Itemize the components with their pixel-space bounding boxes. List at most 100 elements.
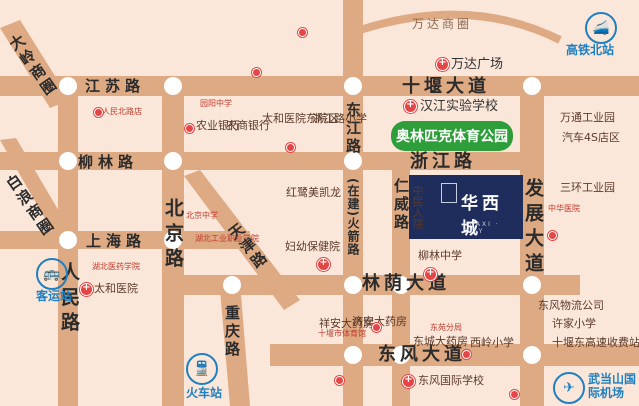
train-north-icon: 🚄 xyxy=(585,12,617,44)
station-bus[interactable]: 客运站 xyxy=(36,289,73,303)
label-shanghai-road: 上海路 xyxy=(86,232,147,250)
label-renwei-road: 仁威路 xyxy=(392,178,410,232)
label-beijing-road: 北京路 xyxy=(162,198,184,273)
olympic-park[interactable]: 奥林匹克体育公园 xyxy=(391,121,513,151)
poi-beijing-middle[interactable]: 北京中学 xyxy=(186,211,218,220)
poi-yuanyang[interactable]: 园阳中学 xyxy=(200,99,232,108)
poi-liulin-middle[interactable]: 柳林中学 xyxy=(418,249,462,262)
poi-car-4s[interactable]: 汽车4S店区 xyxy=(562,131,620,144)
poi-dongfeng-school[interactable]: 东风国际学校 xyxy=(418,374,484,387)
node-12 xyxy=(344,346,362,364)
label-wanda-district: 万达商圈 xyxy=(412,17,473,31)
liulin-pin-icon xyxy=(424,267,437,281)
poi-honglu[interactable]: 红鹭美凯龙 xyxy=(286,186,341,199)
node-4 xyxy=(59,152,77,170)
label-dongfeng-road: 东风大道 xyxy=(378,344,466,365)
node-11 xyxy=(392,276,410,294)
pin-9-icon xyxy=(335,376,344,385)
node-9 xyxy=(223,276,241,294)
project-subtitle: HUAXI · CITY xyxy=(463,221,500,235)
label-fazhan-road: 发展大道 xyxy=(522,178,544,278)
pin-8-icon xyxy=(510,390,519,399)
poi-nongye-bank[interactable]: 农业银行 xyxy=(196,119,240,132)
project-logo-icon xyxy=(441,183,457,203)
poi-dongyuan[interactable]: 东苑分局 xyxy=(430,323,462,332)
road-dalin xyxy=(0,20,70,108)
pin-5-icon xyxy=(372,323,381,332)
poi-xiling[interactable]: 西岭小学 xyxy=(470,336,514,349)
node-2 xyxy=(164,77,182,95)
poi-zhejiang-school[interactable]: 浙江路小学 xyxy=(312,112,367,125)
poi-hubei-gongye[interactable]: 湖北工业职业学院 xyxy=(195,234,259,243)
road-zhejiang-h xyxy=(330,152,520,170)
node-1 xyxy=(59,77,77,95)
poi-hanjiang-school[interactable]: 汉江实验学校 xyxy=(420,99,499,114)
poi-taihe[interactable]: 太和医院 xyxy=(94,282,138,295)
bus-icon: 🚌 xyxy=(36,258,68,290)
node-13 xyxy=(392,346,410,364)
poi-dongfeng-logistics[interactable]: 东风物流公司 xyxy=(538,299,604,312)
poi-fuyou[interactable]: 妇幼保健院 xyxy=(285,240,340,253)
poi-renmin-north[interactable]: 人民北路店 xyxy=(102,107,142,116)
pin-7-icon xyxy=(548,231,557,240)
poi-hubei-hosp[interactable]: 湖北医药学院 xyxy=(92,262,140,271)
airport-icon: ✈ xyxy=(553,372,585,404)
node-14 xyxy=(523,276,541,294)
node-15 xyxy=(523,346,541,364)
poi-sanhuan[interactable]: 三环工业园 xyxy=(560,181,615,194)
node-16 xyxy=(523,77,541,95)
station-gaotie-north[interactable]: 高铁北站 xyxy=(566,43,615,57)
wanda-square-pin-icon xyxy=(436,57,449,71)
node-3 xyxy=(344,77,362,95)
node-10 xyxy=(344,276,362,294)
hanjiang-pin-icon xyxy=(404,99,417,113)
label-dongjiang-road: 东江路 xyxy=(344,102,362,156)
road-bailang xyxy=(0,138,70,236)
node-7 xyxy=(164,231,182,249)
road-wanda-arc xyxy=(358,10,562,44)
pin-4-icon xyxy=(94,108,103,117)
road-tianjin xyxy=(184,170,300,310)
node-8 xyxy=(59,231,77,249)
label-linyin-road: 林荫大道 xyxy=(362,273,450,294)
pin-6-icon xyxy=(462,350,471,359)
poi-xu-school[interactable]: 许家小学 xyxy=(552,317,596,330)
label-zhejiang-road: 浙江路 xyxy=(410,151,476,172)
poi-zhongmin[interactable]: 中民人院 xyxy=(411,185,424,229)
poi-nongshang-bank[interactable]: 农商银行 xyxy=(226,119,270,132)
pin-1-icon xyxy=(298,28,307,37)
dongfeng-school-pin-icon xyxy=(402,374,415,388)
poi-toll[interactable]: 十堰东高速收费站 xyxy=(552,336,639,349)
road-shiyan xyxy=(0,76,639,96)
road-chongqing xyxy=(220,282,250,406)
poi-taihe-east[interactable]: 太和医院东院区 xyxy=(262,112,339,125)
poi-zhonghua[interactable]: 中华医院 xyxy=(548,204,580,213)
label-jianzhu-road: (在建)火箭路 xyxy=(346,178,360,256)
label-jiangsu-road: 江苏路 xyxy=(85,77,146,95)
train-icon: 🚆 xyxy=(186,353,218,385)
poi-wanda-square[interactable]: 万达广场 xyxy=(451,57,504,72)
pin-10-icon xyxy=(286,143,295,152)
label-chongqing-road: 重庆路 xyxy=(223,305,241,359)
road-beijing xyxy=(162,96,184,406)
poi-shiyan-hall[interactable]: 十堰市体育馆 xyxy=(318,329,366,338)
fuyou-pin-icon xyxy=(317,257,330,271)
label-shiyan-road: 十堰大道 xyxy=(402,76,490,97)
poi-xiangan[interactable]: 祥安大药房 xyxy=(319,317,374,330)
station-airport[interactable]: 武当山国际机场 xyxy=(588,372,637,401)
poi-jimin[interactable]: 济安大药房 xyxy=(352,315,407,328)
poi-wanjin[interactable]: 万通工业园 xyxy=(560,111,615,124)
taihe-pin-icon xyxy=(80,282,93,296)
label-liulin-road: 柳林路 xyxy=(78,153,139,171)
project-title: 华西城 xyxy=(461,194,503,239)
project-block[interactable]: 华西城 HUAXI · CITY xyxy=(409,175,523,239)
pin-2-icon xyxy=(252,68,261,77)
station-train[interactable]: 火车站 xyxy=(186,386,223,400)
road-dongjiang xyxy=(343,0,363,406)
poi-dongcheng-pharmacy[interactable]: 东城大药房 xyxy=(413,335,468,348)
node-5 xyxy=(164,152,182,170)
node-6 xyxy=(344,152,362,170)
pin-3-icon xyxy=(185,124,194,133)
